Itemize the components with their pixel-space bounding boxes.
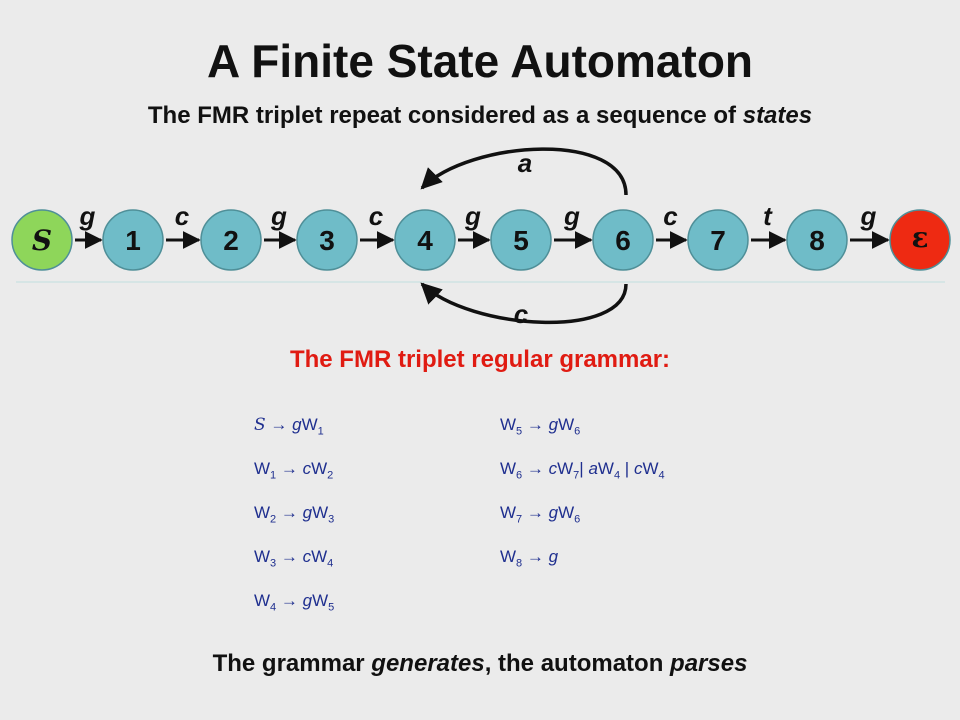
grammar-rule: W1 → cW2 [254,459,334,482]
footer-text: The grammar [212,650,372,677]
state-normal-circle [394,209,456,271]
transition-label: g [464,201,481,231]
subtitle-text: The FMR triplet repeat considered as a s… [147,102,743,129]
state-nodes: S 1 2 3 4 5 6 7 8 ε [11,209,951,271]
rule-lhs: W [254,459,271,478]
state-normal-circle [296,209,358,271]
state-normal-circle [592,209,654,271]
rule-lhs: S [254,415,266,435]
rule-lhs: W [500,503,517,522]
loop-edge-c [420,282,628,325]
rule-lhs: W [254,503,271,522]
state-label: 8 [809,225,825,256]
state-final-circle [889,209,951,271]
loop-edge-a [420,147,628,196]
grammar-heading: The FMR triplet regular grammar: [289,346,671,373]
state-normal-circle [200,209,262,271]
state-start-circle [11,209,73,271]
slide-footer: The grammar generates, the automaton par… [0,650,960,678]
rule-lhs: W [254,547,271,566]
transition-label: c [175,201,190,231]
grammar-rule: W7 → gW6 [500,503,581,526]
slide-title: A Finite State Automaton [206,35,754,87]
grammar-rule: W3 → cW4 [254,547,334,570]
state-label: 7 [710,225,726,256]
transition-label: g [79,201,96,231]
state-label: 6 [615,225,631,256]
rule-lhs: W [500,415,517,434]
state-label: 2 [223,225,239,256]
transition-label: g [860,201,877,231]
grammar-rule: W5 → gW6 [500,415,581,438]
loop-label-a: a [518,148,532,178]
grammar-rule: W2 → gW3 [254,503,335,526]
grammar-rule: W8 → g [500,547,559,570]
state-normal-circle [786,209,848,271]
grammar-rule: S → gW1 [254,415,324,438]
transition-label: g [563,201,580,231]
state-normal-circle [687,209,749,271]
transition-label: c [369,201,384,231]
subtitle-emphasis: states [742,102,813,129]
footer-text: , the automaton [484,650,671,677]
transition-label: g [270,201,287,231]
rule-lhs: W [500,459,517,478]
grammar-rule: W4 → gW5 [254,591,335,614]
transition-label: t [763,201,773,231]
grammar-rule: W6 → cW7| aW4 | cW4 [500,459,665,482]
state-label: 3 [319,225,335,256]
state-label: 5 [513,225,529,256]
state-normal-circle [102,209,164,271]
footer-emphasis: parses [670,650,748,677]
rule-lhs: W [500,547,517,566]
state-label: S [32,224,52,257]
state-label: 1 [125,225,141,256]
state-normal-circle [490,209,552,271]
rule-lhs: W [254,591,271,610]
footer-emphasis: generates [371,650,485,677]
state-label: 4 [417,225,433,256]
automaton-diagram: g c g c g g c t g S 1 2 3 4 5 6 7 8 ε a c [11,147,951,329]
transition-label: c [663,201,678,231]
state-label: ε [911,221,928,254]
loop-label-c: c [514,299,529,329]
slide-subtitle: The FMR triplet repeat considered as a s… [0,102,960,130]
